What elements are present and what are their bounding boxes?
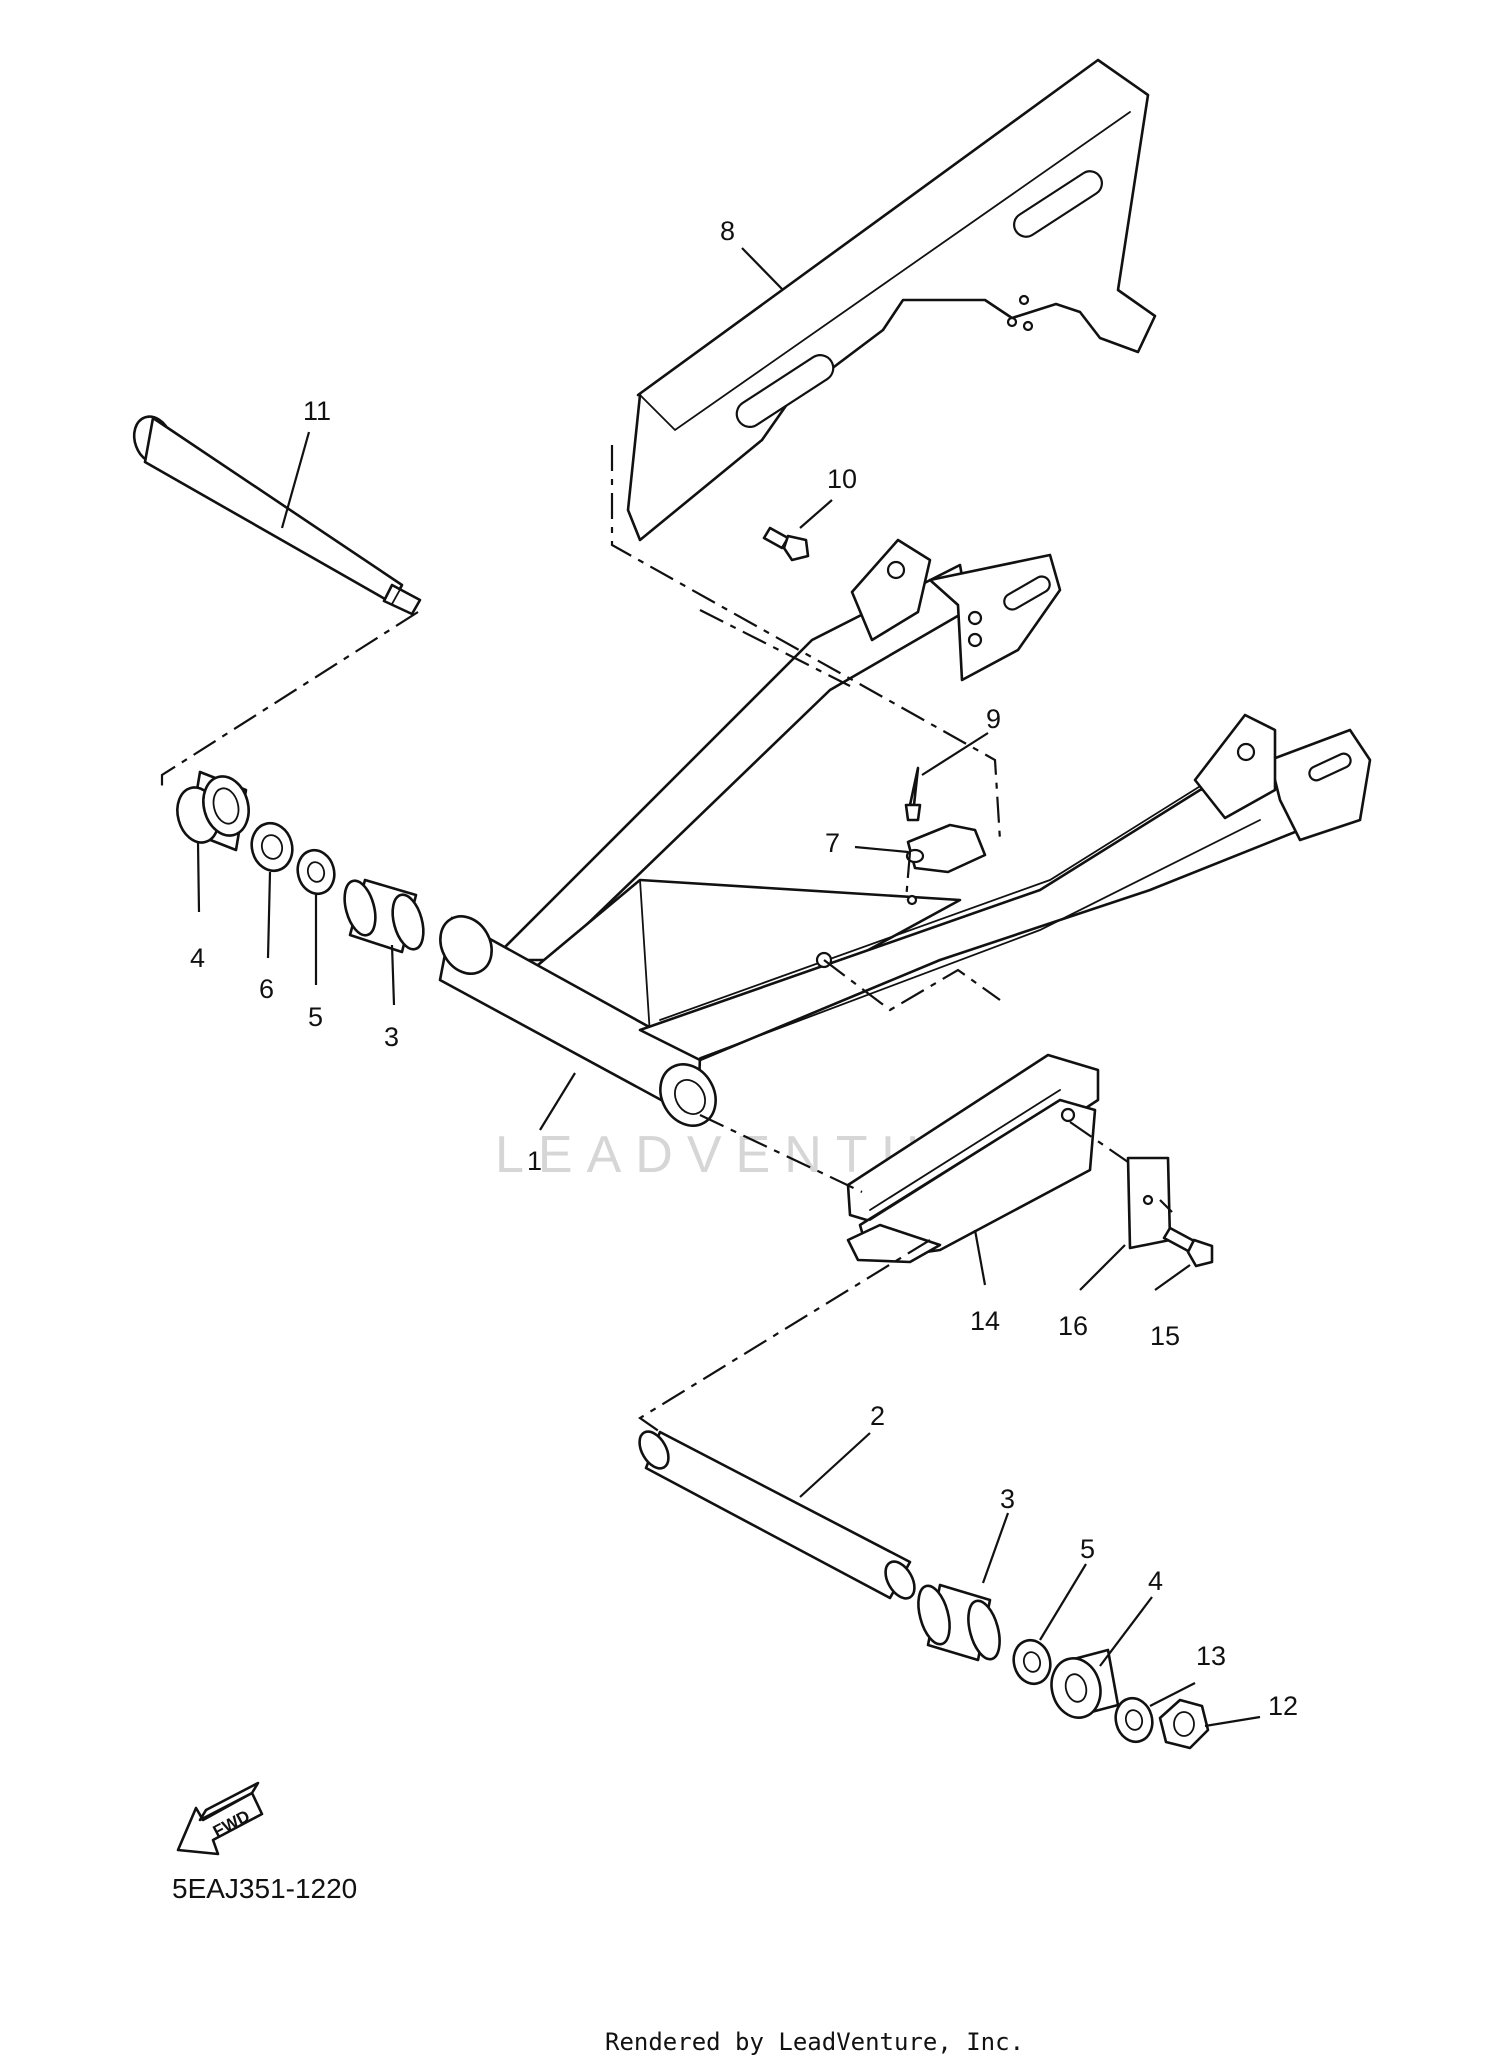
callout-5-lower: 5 xyxy=(1080,1534,1095,1564)
callout-14: 14 xyxy=(970,1306,1000,1336)
callout-labels: 8 11 10 9 7 4 6 5 3 1 14 16 15 2 3 5 4 1… xyxy=(190,216,1298,1721)
leader-lines xyxy=(196,247,1261,1728)
callout-15: 15 xyxy=(1150,1321,1180,1351)
callout-2: 2 xyxy=(870,1401,885,1431)
washer-part-5-upper xyxy=(296,848,336,896)
clamp-part-8 xyxy=(905,823,987,874)
washer-part-6-upper xyxy=(250,821,294,873)
callout-1: 1 xyxy=(527,1146,542,1176)
collar-part-2 xyxy=(638,1430,916,1600)
callout-3-upper: 3 xyxy=(384,1022,399,1052)
callout-10: 10 xyxy=(827,464,857,494)
chain-guide-part-14 xyxy=(846,1053,1100,1264)
diagram-code: 5EAJ351-1220 xyxy=(172,1873,357,1904)
render-credit: Rendered by LeadVenture, Inc. xyxy=(605,2028,1024,2056)
bolt-part-15 xyxy=(1162,1226,1214,1268)
washer-part-5-lower xyxy=(1012,1638,1052,1686)
callout-12: 12 xyxy=(1268,1691,1298,1721)
nut-part-12 xyxy=(1158,1698,1210,1750)
callout-16: 16 xyxy=(1058,1311,1088,1341)
bolt-part-10 xyxy=(762,526,810,562)
callout-7: 8 xyxy=(720,216,735,246)
bushing-part-3-upper xyxy=(343,878,425,954)
callout-6: 6 xyxy=(259,974,274,1004)
fwd-arrow-icon: FWD xyxy=(176,1781,264,1856)
swingarm-part-1 xyxy=(438,538,1372,1127)
rivet-part-9 xyxy=(904,766,922,822)
callout-13: 13 xyxy=(1196,1641,1226,1671)
alignment-lines xyxy=(160,445,1173,1433)
callout-11: 11 xyxy=(303,396,331,426)
callout-4-lower: 4 xyxy=(1148,1566,1163,1596)
chain-case-part-7 xyxy=(626,58,1157,542)
callout-8: 7 xyxy=(825,828,840,858)
bearing-part-4-lower xyxy=(1050,1648,1120,1719)
callout-9: 9 xyxy=(986,704,1001,734)
pivot-shaft-part-11 xyxy=(132,415,422,616)
bushing-part-3-lower xyxy=(917,1583,1001,1662)
callout-3-lower: 3 xyxy=(1000,1484,1015,1514)
callout-5-upper: 5 xyxy=(308,1002,323,1032)
washer-part-13 xyxy=(1114,1696,1154,1744)
callout-4-upper: 4 xyxy=(190,943,205,973)
bearing-part-4-upper xyxy=(176,770,250,852)
